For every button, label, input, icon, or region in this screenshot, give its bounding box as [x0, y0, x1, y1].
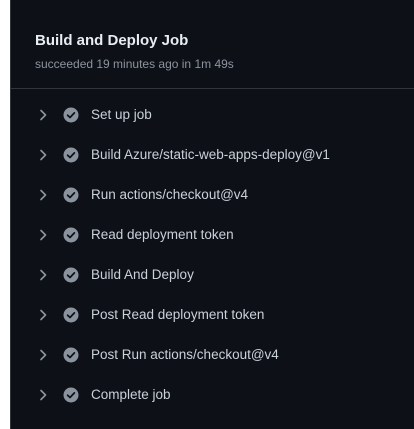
- chevron-right-icon[interactable]: [35, 227, 51, 243]
- step-label: Set up job: [91, 107, 152, 122]
- check-circle-icon: [63, 187, 79, 203]
- job-title: Build and Deploy Job: [35, 32, 189, 49]
- check-circle-icon: [63, 307, 79, 323]
- check-circle-icon: [63, 147, 79, 163]
- check-circle-icon: [63, 107, 79, 123]
- job-header: Build and Deploy Job succeeded 19 minute…: [11, 0, 414, 89]
- step-row[interactable]: Post Run actions/checkout@v4: [11, 335, 414, 375]
- step-label: Post Run actions/checkout@v4: [91, 347, 279, 362]
- step-row[interactable]: Build Azure/static-web-apps-deploy@v1: [11, 135, 414, 175]
- chevron-right-icon[interactable]: [35, 187, 51, 203]
- chevron-right-icon[interactable]: [35, 267, 51, 283]
- step-label: Build And Deploy: [91, 267, 194, 282]
- step-list: Set up job Build Azure/static-web-apps-d…: [11, 89, 414, 415]
- chevron-right-icon[interactable]: [35, 347, 51, 363]
- step-row[interactable]: Build And Deploy: [11, 255, 414, 295]
- check-circle-icon: [63, 227, 79, 243]
- chevron-right-icon[interactable]: [35, 147, 51, 163]
- step-row[interactable]: Run actions/checkout@v4: [11, 175, 414, 215]
- step-label: Post Read deployment token: [91, 307, 265, 322]
- job-status-meta: succeeded 19 minutes ago in 1m 49s: [35, 57, 234, 71]
- check-circle-icon: [63, 387, 79, 403]
- chevron-right-icon[interactable]: [35, 387, 51, 403]
- check-circle-icon: [63, 267, 79, 283]
- step-label: Complete job: [91, 387, 171, 402]
- step-label: Build Azure/static-web-apps-deploy@v1: [91, 147, 330, 162]
- step-row[interactable]: Complete job: [11, 375, 414, 415]
- chevron-right-icon[interactable]: [35, 107, 51, 123]
- step-row[interactable]: Set up job: [11, 95, 414, 135]
- step-row[interactable]: Read deployment token: [11, 215, 414, 255]
- chevron-right-icon[interactable]: [35, 307, 51, 323]
- step-row[interactable]: Post Read deployment token: [11, 295, 414, 335]
- check-circle-icon: [63, 347, 79, 363]
- step-label: Read deployment token: [91, 227, 234, 242]
- job-panel: Build and Deploy Job succeeded 19 minute…: [10, 0, 414, 429]
- step-label: Run actions/checkout@v4: [91, 187, 249, 202]
